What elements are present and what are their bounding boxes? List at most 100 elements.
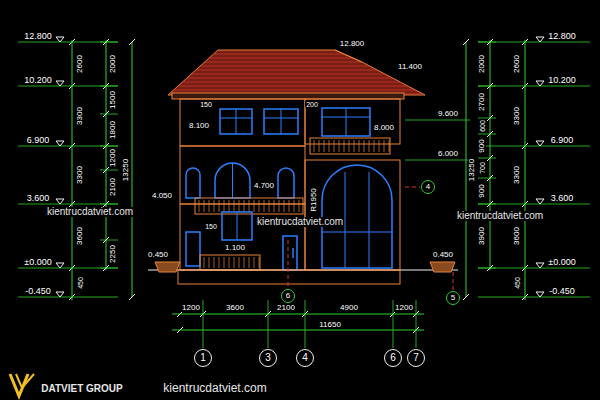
dimension-text: 3.600: [26, 194, 51, 203]
level-marker: [536, 292, 544, 297]
level-marker: [536, 199, 544, 204]
baluster: [324, 140, 325, 152]
dimension-line: [72, 40, 73, 300]
baluster: [339, 140, 340, 152]
dimension-text: 6.000: [437, 150, 459, 158]
dimension-text: 450: [77, 276, 84, 290]
dimension-tick: [103, 39, 109, 45]
dimension-text: 4.050: [151, 192, 173, 200]
window: [222, 212, 252, 240]
extension-line: [478, 204, 590, 205]
level-marker: [56, 263, 64, 268]
extension-line: [478, 86, 496, 87]
dimension-text: 13250: [122, 158, 130, 182]
window-transom: [220, 118, 252, 119]
baluster: [234, 200, 235, 212]
axis-number: 6: [390, 353, 396, 363]
dimension-tick: [487, 155, 493, 161]
level-marker: [56, 199, 64, 204]
wall-outline: [305, 99, 400, 144]
baluster: [209, 257, 210, 268]
extension-line: [478, 42, 590, 43]
watermark: kientrucdatviet.com: [46, 207, 134, 217]
dimension-text: 3300: [513, 106, 521, 126]
baluster: [344, 140, 345, 152]
extension-line: [18, 86, 118, 87]
dimension-text: 150: [204, 223, 218, 230]
dimension-text: 700: [479, 161, 486, 175]
dimension-text: 4.700: [253, 182, 275, 190]
balcony-railing: [310, 138, 390, 154]
window-mullion: [346, 108, 347, 136]
level-marker: [536, 37, 544, 42]
dimension-text: 11.400: [397, 63, 423, 71]
base-band: [178, 270, 400, 284]
roof-tile-line: [160, 82, 430, 83]
baluster: [329, 140, 330, 152]
dimension-text: 8.100: [188, 122, 210, 130]
dimension-tick: [487, 201, 493, 207]
extension-line: [100, 268, 118, 269]
dimension-text: 3300: [76, 165, 84, 185]
window-mullion: [281, 109, 282, 134]
dimension-tick: [487, 83, 493, 89]
dimension-line: [172, 314, 424, 315]
dimension-text: 3600: [513, 226, 521, 246]
extension-line: [18, 268, 118, 269]
roof-tile-line: [160, 54, 430, 55]
dimension-text: 1200: [109, 148, 117, 168]
baluster: [214, 200, 215, 212]
arched-window: [215, 163, 250, 198]
dimension-text: 200: [305, 101, 319, 108]
window-transom: [322, 117, 370, 118]
baluster: [289, 200, 290, 212]
baluster: [254, 200, 255, 212]
baluster: [264, 200, 265, 212]
window-mullion: [232, 163, 233, 198]
baluster: [369, 140, 370, 152]
arched-window: [186, 168, 200, 198]
extension-line: [100, 86, 118, 87]
level-marker: [536, 263, 544, 268]
dimension-text: 900: [478, 138, 486, 153]
dimension-tick: [463, 294, 469, 300]
dimension-text: 2250: [109, 244, 117, 264]
dimension-text: 1200: [394, 304, 414, 312]
dimension-text: -0.450: [548, 287, 576, 296]
watermark: kientrucdatviet.com: [456, 211, 544, 221]
section-line: [405, 187, 420, 188]
dimension-text: 9.600: [437, 110, 459, 118]
dimension-text: 6.900: [26, 136, 51, 145]
window-mullion: [369, 172, 370, 268]
axis-number: 4: [302, 353, 308, 363]
baluster: [259, 257, 260, 268]
dimension-text: 12.800: [339, 40, 365, 48]
baluster: [204, 257, 205, 268]
section-line: [288, 240, 289, 288]
baluster: [359, 140, 360, 152]
logo-text: DATVIET GROUP: [40, 384, 123, 394]
dimension-tick: [129, 294, 135, 300]
baluster: [364, 140, 365, 152]
baluster: [249, 257, 250, 268]
watermark: kientrucdatviet.com: [256, 217, 344, 227]
baluster: [224, 200, 225, 212]
dimension-text: 6.900: [550, 136, 575, 145]
dimension-text: 3900: [478, 226, 486, 246]
baluster: [274, 200, 275, 212]
dimension-tick: [487, 131, 493, 137]
dimension-tick: [487, 39, 493, 45]
axis-bubble: 3: [259, 349, 277, 367]
axis-bubble: 1: [194, 349, 212, 367]
extension-line: [100, 114, 118, 115]
baluster: [384, 140, 385, 152]
extension-line: [100, 42, 118, 43]
window: [322, 108, 370, 136]
dimension-text: 11650: [318, 321, 342, 329]
baluster: [354, 140, 355, 152]
axis-bubble: 7: [407, 349, 425, 367]
level-marker: [56, 141, 64, 146]
axis-line: [305, 300, 306, 348]
